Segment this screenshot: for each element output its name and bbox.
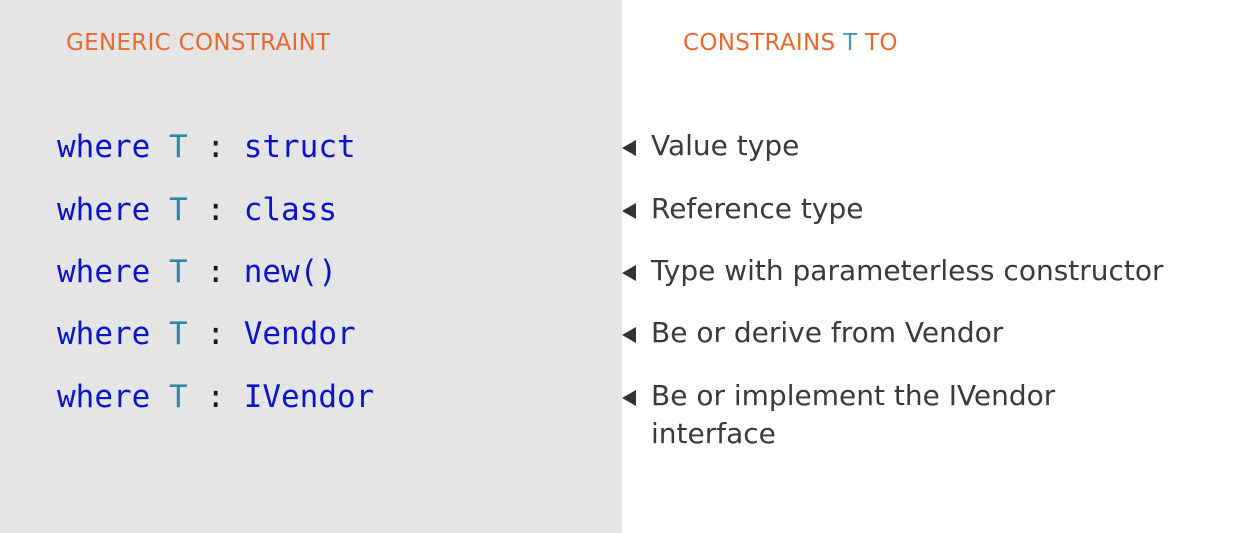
type-param: T <box>169 316 188 352</box>
left-panel <box>0 0 622 533</box>
constraint-row-ivendor: where T : IVendor Be or implement the IV… <box>0 377 1248 457</box>
colon: : <box>206 316 226 352</box>
type-param: T <box>169 192 188 228</box>
where-keyword: where <box>57 316 151 352</box>
constraint-description: Value type <box>651 129 800 162</box>
colon: : <box>206 379 226 415</box>
heading-suffix: TO <box>865 30 898 56</box>
colon: : <box>206 254 226 290</box>
constraint-code: where T : class <box>57 190 337 230</box>
generic-constraint-heading: GENERIC CONSTRAINT <box>66 30 331 56</box>
type-param: T <box>169 379 188 415</box>
type-param: T <box>169 254 188 290</box>
constraint-code: where T : Vendor <box>57 314 356 354</box>
constraint-code: where T : struct <box>57 127 356 167</box>
constraint-description: Be or derive from Vendor <box>651 316 1004 349</box>
constraint-row-vendor: where T : Vendor Be or derive from Vendo… <box>0 314 1248 354</box>
colon: : <box>206 129 226 165</box>
constraint-description: Type with parameterless constructor <box>651 254 1164 287</box>
constraint-code: where T : IVendor <box>57 377 374 417</box>
heading-type-param: T <box>843 30 858 56</box>
where-keyword: where <box>57 129 151 165</box>
constraint-kind: new() <box>243 254 338 290</box>
left-triangle-arrow-icon <box>622 140 636 156</box>
left-triangle-arrow-icon <box>622 390 636 406</box>
constraint-row-class: where T : class Reference type <box>0 190 1248 230</box>
constraint-description: Reference type <box>651 192 864 225</box>
constraint-kind: Vendor <box>243 316 356 352</box>
left-triangle-arrow-icon <box>622 265 636 281</box>
where-keyword: where <box>57 379 151 415</box>
left-triangle-arrow-icon <box>622 203 636 219</box>
heading-prefix: CONSTRAINS <box>683 30 836 56</box>
colon: : <box>206 192 226 228</box>
constraint-code: where T : new() <box>57 252 337 292</box>
left-triangle-arrow-icon <box>622 327 636 343</box>
where-keyword: where <box>57 254 151 290</box>
constraint-kind: struct <box>243 129 356 165</box>
constraint-description: Be or implement the IVendor interface <box>651 379 1056 450</box>
constraint-kind: class <box>243 192 338 228</box>
type-param: T <box>169 129 188 165</box>
constraint-row-new: where T : new() Type with parameterless … <box>0 252 1248 292</box>
constraint-row-struct: where T : struct Value type <box>0 127 1248 167</box>
where-keyword: where <box>57 192 151 228</box>
constrains-t-to-heading: CONSTRAINS T TO <box>683 30 898 56</box>
constraint-kind: IVendor <box>243 379 375 415</box>
